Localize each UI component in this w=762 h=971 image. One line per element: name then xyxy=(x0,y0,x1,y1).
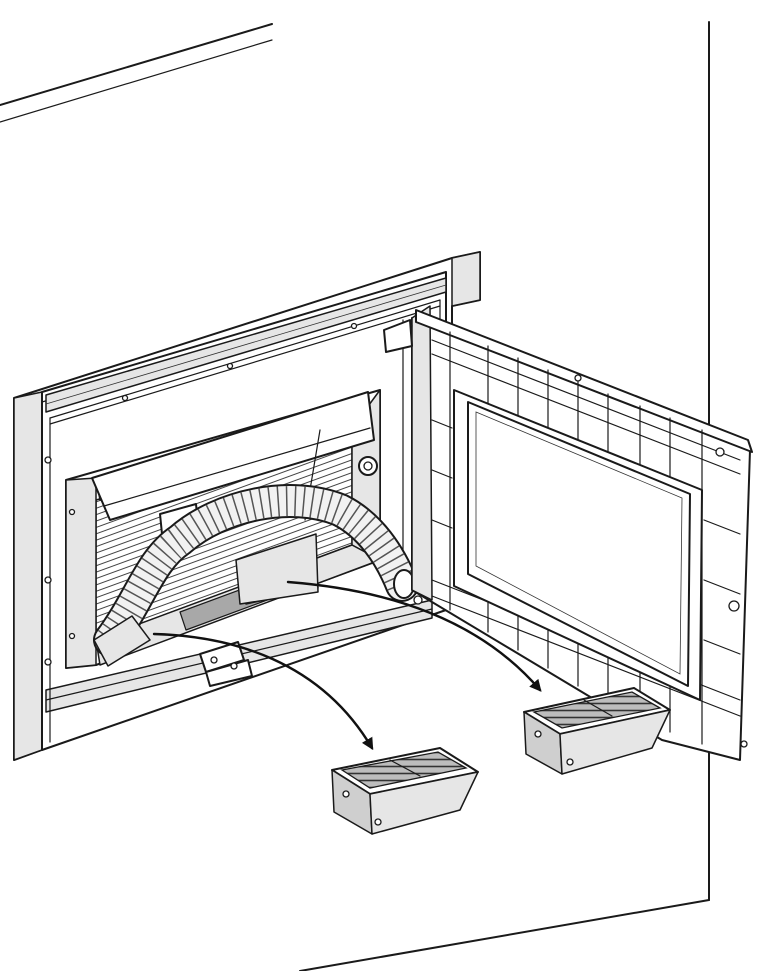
ash-pan-right xyxy=(523,687,671,775)
arrow-to-left-ash-pan xyxy=(152,632,374,751)
flexible-hose xyxy=(93,484,419,667)
ash-pan-left xyxy=(331,747,479,835)
open-door xyxy=(383,305,753,761)
door-latch xyxy=(199,641,253,687)
arrow-to-right-ash-pan xyxy=(286,580,542,692)
